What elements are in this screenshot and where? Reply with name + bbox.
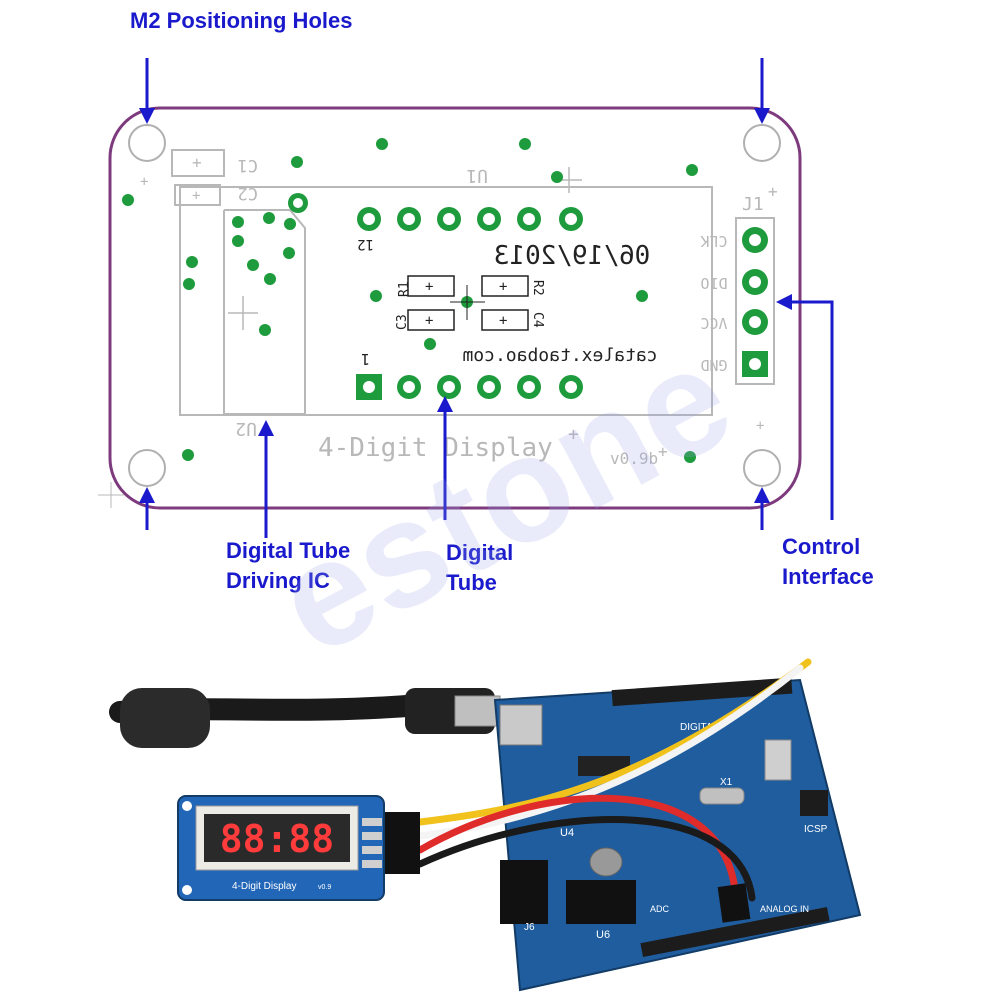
arduino-label-x1: X1	[720, 777, 733, 788]
resistor-r2-footprint	[481, 275, 529, 297]
arduino-label-adc: ADC	[650, 904, 670, 914]
wire-black	[416, 816, 756, 902]
svg-text:+: +	[499, 313, 507, 329]
tube-pads-bottom	[356, 374, 583, 400]
tube-ref-label: U1	[466, 165, 488, 186]
cap-c4-footprint	[481, 309, 529, 331]
svg-text:+: +	[425, 279, 433, 295]
svg-text:+: +	[658, 442, 668, 461]
svg-text:+: +	[768, 182, 778, 201]
arduino-label-u6: U6	[596, 929, 610, 941]
watermark: estone	[251, 312, 757, 687]
resistor-r1-label: R1	[397, 281, 412, 297]
connector-ref-label: J1	[742, 194, 764, 215]
arduino-label-digital: DIGITAL	[680, 722, 719, 733]
pcb-diagram: + + C1 C2 12 1 06/19/2013 catalex.taobao…	[98, 106, 802, 510]
ic-footprint	[223, 209, 306, 415]
pcb-date: 06/19/2013	[494, 241, 651, 271]
pin-label-clk: CLK	[700, 232, 727, 250]
arduino-label-j6: J6	[524, 922, 535, 933]
resistor-r2-label: R2	[530, 280, 545, 296]
assembly-photo: DIGITAL ICSP U4 U6 J6 X1 ANALOG IN ADC 8…	[109, 658, 862, 992]
svg-text:+: +	[499, 279, 507, 295]
mounting-hole-top-left	[128, 124, 166, 162]
callout-arrows	[139, 58, 834, 538]
pcb-vias	[122, 138, 698, 463]
pin12-mark: 12	[357, 236, 374, 252]
mounting-hole-bottom-left	[128, 449, 166, 487]
svg-text:+: +	[140, 174, 148, 190]
driver-ic-label-line2: Driving IC	[226, 568, 330, 593]
arduino-label-analog: ANALOG IN	[760, 904, 809, 914]
pin-label-gnd: GND	[700, 356, 727, 374]
cap-c1-footprint	[171, 149, 225, 177]
control-label-line2: Interface	[782, 564, 874, 589]
pcb-website: catalex.taobao.com	[462, 345, 657, 366]
mounting-hole-bottom-right	[743, 449, 781, 487]
svg-text:+: +	[568, 424, 579, 445]
module-version: v0.9	[318, 884, 331, 891]
control-label-line1: Control	[782, 534, 860, 559]
ferrite-bead	[120, 688, 210, 748]
mounting-hole-top-right	[743, 124, 781, 162]
tube-label-line1: Digital	[446, 540, 513, 565]
svg-text:+: +	[192, 153, 202, 172]
title-label: M2 Positioning Holes	[130, 8, 352, 33]
cap-c2-footprint	[174, 184, 221, 206]
cap-c2-label: C2	[238, 183, 258, 203]
cap-c3-footprint	[407, 309, 455, 331]
pcb-outline	[108, 106, 802, 510]
board-version: v0.9b	[610, 449, 658, 468]
ic-ref-label: U2	[235, 418, 257, 439]
display-digits: 88:88	[220, 817, 334, 861]
resistor-r1-footprint	[407, 275, 455, 297]
arduino-label-icsp: ICSP	[804, 824, 828, 835]
connector-pads	[742, 227, 768, 377]
module-label: 4-Digit Display	[232, 881, 296, 892]
cap-c1-label: C1	[238, 155, 258, 175]
pin-label-vcc: VCC	[700, 314, 727, 332]
cap-c3-label: C3	[395, 314, 410, 330]
cap-c4-label: C4	[530, 312, 545, 328]
tube-pads-top	[357, 207, 583, 231]
pin1-mark: 1	[361, 350, 370, 368]
connector-footprint	[735, 217, 775, 385]
board-name: 4-Digit Display	[318, 433, 553, 463]
svg-text:+: +	[425, 313, 433, 329]
arduino-label-u4: U4	[560, 827, 574, 839]
pin-label-dio: DIO	[700, 274, 727, 292]
tube-label-line2: Tube	[446, 570, 497, 595]
svg-text:+: +	[756, 418, 764, 434]
driver-ic-label-line1: Digital Tube	[226, 538, 350, 563]
svg-text:+: +	[192, 188, 200, 204]
